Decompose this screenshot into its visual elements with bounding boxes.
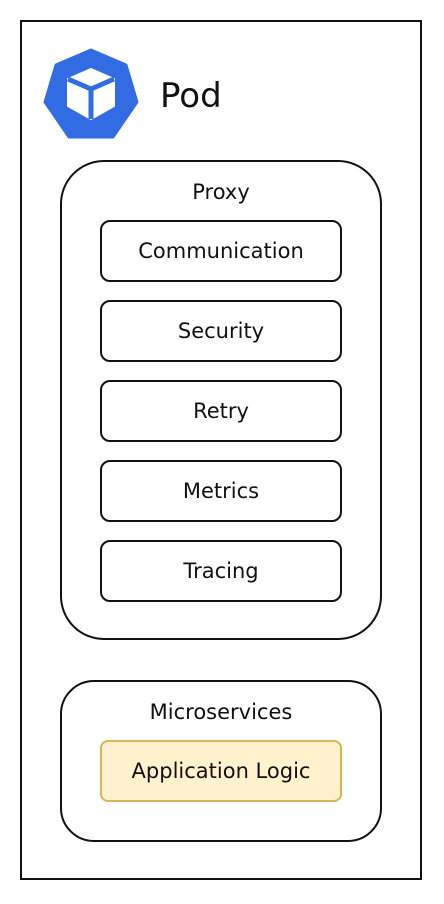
communication-box: Communication [100, 220, 342, 282]
tracing-label: Tracing [183, 559, 259, 583]
pod-icon [43, 48, 139, 139]
microservices-container: Microservices Application Logic [60, 680, 382, 842]
microservices-label: Microservices [149, 700, 293, 724]
retry-label: Retry [193, 399, 249, 423]
security-box: Security [100, 300, 342, 362]
proxy-container: Proxy Communication Security Retry Metri… [60, 160, 382, 640]
metrics-label: Metrics [182, 479, 260, 503]
application-logic-box: Application Logic [100, 740, 342, 802]
proxy-label: Proxy [192, 180, 250, 204]
tracing-box: Tracing [100, 540, 342, 602]
metrics-box: Metrics [100, 460, 342, 522]
security-label: Security [177, 319, 265, 343]
communication-label: Communication [138, 239, 304, 263]
application-logic-label: Application Logic [131, 759, 311, 783]
pod-title: Pod [160, 76, 222, 116]
retry-box: Retry [100, 380, 342, 442]
